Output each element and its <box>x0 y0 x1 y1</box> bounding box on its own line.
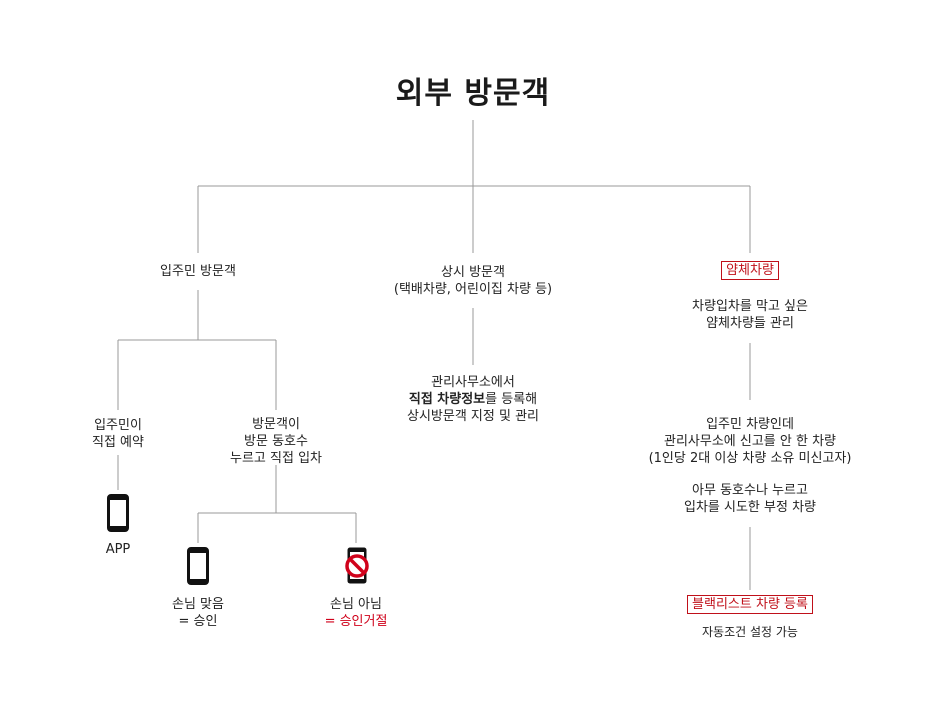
app-label: APP <box>105 542 131 557</box>
guest-no-line1: 손님 아님 <box>330 597 382 612</box>
reservation-line1: 입주민이 <box>94 418 142 433</box>
self-entry-line1: 방문객이 <box>252 417 300 432</box>
regular-desc-line2: 직접 차량정보를 등록해 <box>373 391 573 408</box>
regular-visitor-node: 상시 방문객 (택배차량, 어린이집 차량 등) <box>363 264 583 298</box>
stealth-case2-line1: 아무 동호수나 누르고 <box>692 483 808 498</box>
guest-yes-node: 손님 맞음 = 승인 <box>138 596 258 630</box>
stealth-case2: 아무 동호수나 누르고 입차를 시도한 부정 차량 <box>640 482 860 516</box>
stealth-case1-line3: (1인당 2대 이상 차량 소유 미신고자) <box>648 451 852 466</box>
stealth-case2-line2: 입차를 시도한 부정 차량 <box>684 500 816 515</box>
page-title: 외부 방문객 <box>395 76 551 111</box>
blacklist-note: 자동조건 설정 가능 <box>702 625 798 639</box>
regular-desc-line3: 상시방문객 지정 및 관리 <box>407 409 539 424</box>
stealth-case1-line2: 관리사무소에 신고를 안 한 차량 <box>663 434 836 449</box>
guest-yes-line1: 손님 맞음 <box>172 597 224 612</box>
regular-desc-rest: 를 등록해 <box>485 392 538 407</box>
smartphone-icon <box>107 494 129 532</box>
regular-visitor-sublabel: (택배차량, 어린이집 차량 등) <box>393 282 553 297</box>
reservation-line2: 직접 예약 <box>92 435 144 450</box>
stealth-desc-line1: 차량입차를 막고 싶은 <box>692 299 808 314</box>
guest-yes-line2: = 승인 <box>178 614 218 629</box>
smartphone-icon <box>187 547 209 585</box>
blocked-smartphone-icon <box>345 547 369 584</box>
regular-desc-bold: 직접 차량정보 <box>408 392 486 407</box>
resident-visitor-label: 입주민 방문객 <box>160 264 236 279</box>
regular-visitor-label: 상시 방문객 <box>441 265 505 280</box>
self-entry-node: 방문객이 방문 동호수 누르고 직접 입차 <box>196 416 356 467</box>
regular-visitor-desc: 관리사무소에서 직접 차량정보를 등록해 상시방문객 지정 및 관리 <box>373 374 573 425</box>
stealth-case1: 입주민 차량인데 관리사무소에 신고를 안 한 차량 (1인당 2대 이상 차량… <box>620 416 880 467</box>
stealth-case1-line1: 입주민 차량인데 <box>706 417 794 432</box>
stealth-label-wrap: 얌체차량 <box>650 261 850 280</box>
guest-no-node: 손님 아님 = 승인거절 <box>296 596 416 630</box>
blacklist-wrap: 블랙리스트 차량 등록 <box>630 595 870 614</box>
stealth-desc: 차량입차를 막고 싶은 얌체차량들 관리 <box>650 298 850 332</box>
self-entry-line3: 누르고 직접 입차 <box>230 451 322 466</box>
guest-no-line2: = 승인거절 <box>324 614 388 629</box>
regular-desc-line1: 관리사무소에서 <box>431 375 515 390</box>
blacklist-label: 블랙리스트 차량 등록 <box>687 595 813 614</box>
reservation-node: 입주민이 직접 예약 <box>58 417 178 451</box>
stealth-desc-line2: 얌체차량들 관리 <box>706 316 794 331</box>
self-entry-line2: 방문 동호수 <box>244 434 308 449</box>
stealth-vehicle-label: 얌체차량 <box>721 261 779 280</box>
